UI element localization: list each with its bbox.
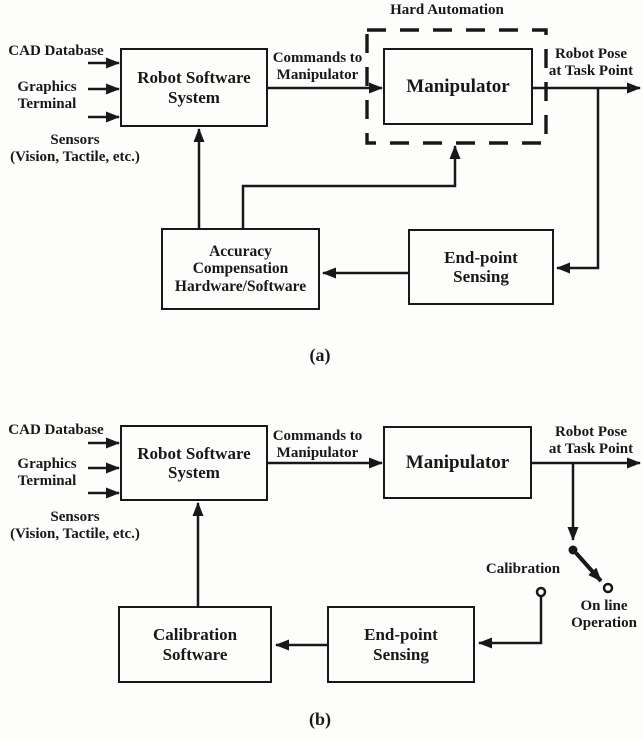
box-robot-software-system-b: Robot Software System [120,425,268,501]
input-label-cad-database-b: CAD Database [8,422,104,438]
box-end-point-sensing-b: End-point Sensing [327,606,475,683]
diagram-b-lines [88,437,641,651]
switch-blade [574,551,603,583]
input-label-graphics-terminal-b: Graphics Terminal [17,456,77,489]
label-commands-to-manipulator-a: Commands to Manipulator [272,50,363,83]
diagram-a-lines [88,28,641,279]
box-manipulator-b: Manipulator [383,426,532,499]
hard-automation-dashed-boundary [365,28,548,145]
box-end-point-sensing-a: End-point Sensing [408,229,554,305]
arrow-calibration-to-endpoint-sensing-b [478,596,543,649]
caption-a: (a) [309,345,331,365]
calibration-terminal-circle [535,586,547,598]
switch-pivot-dot [568,545,578,555]
label-commands-to-manipulator-b: Commands to Manipulator [272,428,363,461]
arrow-output-to-endpoint-sensing-a [556,88,600,274]
caption-b: (b) [309,709,331,729]
box-manipulator-a: Manipulator [383,48,533,125]
label-online-operation-switch-position: On line Operation [571,598,637,631]
hard-automation-label: Hard Automation [390,2,504,18]
input-label-cad-database-a: CAD Database [8,43,104,59]
box-robot-software-system-a: Robot Software System [120,48,268,127]
label-calibration-switch-position: Calibration [485,561,561,577]
label-robot-pose-b: Robot Pose at Task Point [548,424,634,457]
input-label-graphics-terminal-a: Graphics Terminal [17,79,77,112]
box-calibration-software-b: Calibration Software [118,606,272,683]
arrow-accuracy-to-manipulator-a [241,145,461,228]
label-robot-pose-a: Robot Pose at Task Point [548,46,634,79]
input-label-sensors-b: Sensors (Vision, Tactile, etc.) [10,509,140,542]
online-terminal-circle [602,582,614,594]
box-accuracy-compensation-a: Accuracy Compensation Hardware/Software [161,228,320,310]
input-label-sensors-a: Sensors (Vision, Tactile, etc.) [10,132,140,165]
